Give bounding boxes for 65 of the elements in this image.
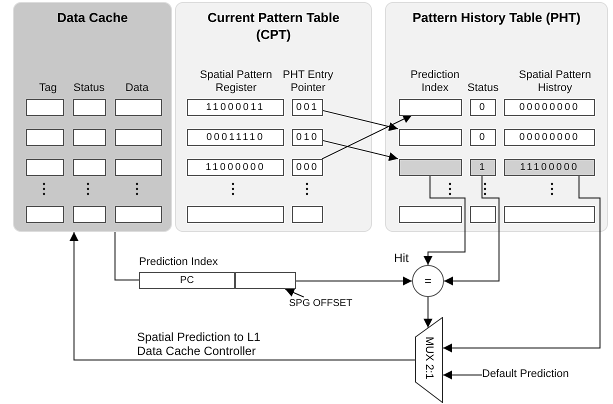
column-heading: Status	[72, 82, 106, 95]
table-cell: 0	[470, 99, 496, 116]
multiplexer-symbol: MUX 2:1	[415, 317, 443, 403]
panel-title: Current Pattern Table (CPT)	[206, 9, 340, 43]
arrow	[442, 370, 482, 380]
column-heading: Tag	[38, 82, 58, 95]
table-panel	[13, 2, 172, 232]
table-cell	[73, 159, 106, 176]
table-cell: 1	[470, 159, 496, 176]
column-heading: Spatial Pattern Register	[198, 69, 274, 95]
table-cell: 11100000	[504, 159, 595, 176]
arrow	[444, 174, 500, 286]
arrow	[322, 140, 398, 162]
table-cell	[26, 206, 64, 223]
table-cell: 00011110	[187, 129, 284, 146]
table-cell	[399, 99, 462, 116]
table-cell	[399, 159, 462, 176]
table-cell: 010	[292, 129, 323, 146]
callout-label: SPG OFFSET	[289, 297, 351, 311]
index-field	[235, 272, 296, 289]
table-cell	[73, 99, 106, 116]
table-panel	[385, 2, 608, 232]
table-cell: 000	[292, 159, 323, 176]
table-cell	[115, 206, 162, 223]
table-cell	[399, 206, 462, 223]
table-cell	[187, 206, 284, 223]
arrow	[322, 114, 413, 160]
table-cell	[26, 159, 64, 176]
arrow	[424, 174, 466, 266]
table-cell	[399, 129, 462, 146]
column-heading: PHT Entry Pointer	[282, 69, 334, 95]
table-cell: 0	[470, 129, 496, 146]
table-cell	[73, 206, 106, 223]
table-cell	[470, 206, 496, 223]
index-field: PC	[139, 272, 235, 289]
table-cell	[26, 99, 64, 116]
table-cell	[504, 206, 595, 223]
table-cell: 11000011	[187, 99, 284, 116]
table-cell	[115, 99, 162, 116]
column-heading: Data	[124, 82, 150, 95]
table-cell: 00000000	[504, 129, 595, 146]
arrow	[322, 110, 398, 132]
table-cell	[115, 159, 162, 176]
connector-line	[114, 232, 140, 280]
column-heading: Spatial Pattern Histroy	[518, 69, 592, 95]
arrow	[442, 174, 600, 352]
table-cell	[292, 206, 323, 223]
table-cell: 11000000	[187, 159, 284, 176]
table-cell	[115, 129, 162, 146]
panel-title: Pattern History Table (PHT)	[411, 9, 582, 26]
column-heading: Status	[466, 82, 500, 95]
panel-title: Data Cache	[56, 9, 129, 26]
input-label: Default Prediction	[482, 368, 582, 382]
table-cell	[26, 129, 64, 146]
arrow	[296, 276, 412, 286]
table-cell	[73, 129, 106, 146]
table-cell: 001	[292, 99, 323, 116]
column-heading: Prediction Index	[410, 69, 460, 95]
arrow	[70, 232, 416, 360]
leader-line	[284, 288, 304, 298]
table-panel	[175, 2, 372, 232]
table-cell: 00000000	[504, 99, 595, 116]
arrow	[424, 296, 432, 328]
field-heading: Prediction Index	[139, 256, 219, 269]
comparator-circle: =	[412, 265, 444, 297]
